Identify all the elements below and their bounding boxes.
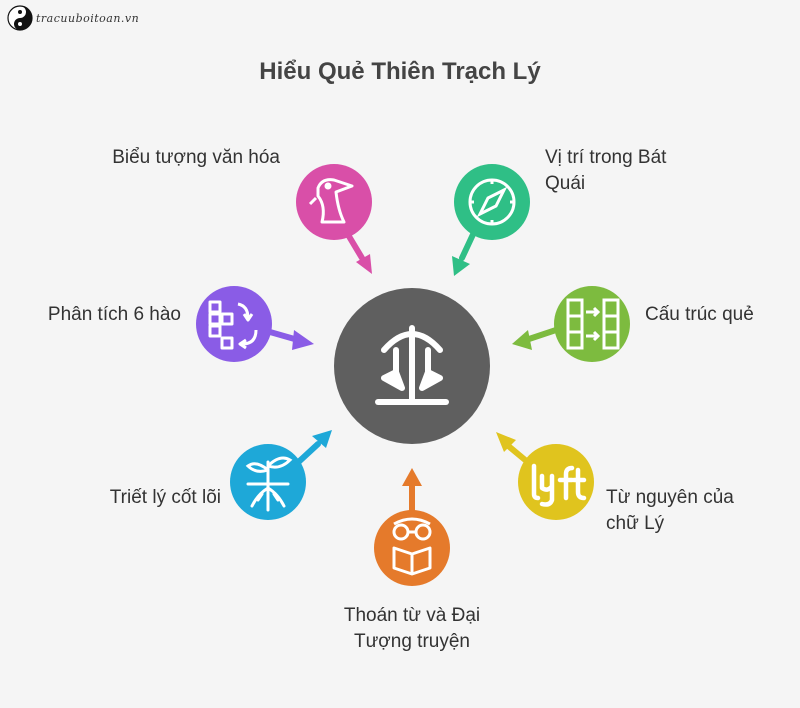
- lyft-icon: [531, 463, 587, 507]
- site-logo: tracuuboitoan.vn: [6, 4, 139, 32]
- bird-icon: [308, 178, 354, 224]
- node-vi-tri: [452, 164, 530, 276]
- reader-icon: [392, 517, 432, 576]
- carousel-icon: [375, 325, 449, 405]
- blocks-icon: [208, 300, 258, 350]
- node-cau-truc: [512, 286, 630, 362]
- node-bieu-tuong: [296, 164, 372, 274]
- node-tu-nguyen: [496, 432, 594, 520]
- roots-icon: [245, 456, 293, 512]
- node-thoan-tu: [374, 468, 450, 586]
- node-phan-tich: [196, 286, 314, 362]
- compass-icon: [468, 178, 516, 226]
- node-label-phan-tich: Phân tích 6 hào: [47, 304, 181, 325]
- node-label-vi-tri: Vị trí trong Bát Quái: [545, 147, 667, 194]
- node-label-bieu-tuong: Biểu tượng văn hóa: [112, 147, 280, 168]
- yin-yang-icon: [7, 5, 33, 31]
- page-title: Hiểu Quẻ Thiên Trạch Lý: [259, 58, 541, 85]
- node-label-triet-ly: Triết lý cốt lõi: [109, 487, 221, 508]
- center-node: [334, 288, 490, 444]
- logo-text: tracuuboitoan.vn: [36, 11, 140, 25]
- node-label-tu-nguyen: Từ nguyên của chữ Lý: [606, 487, 734, 534]
- node-label-cau-truc: Cấu trúc quẻ: [645, 304, 754, 325]
- node-triet-ly: [230, 430, 332, 520]
- node-label-thoan-tu: Thoán từ và Đại Tượng truyện: [343, 605, 481, 652]
- structure-icon: [566, 298, 620, 350]
